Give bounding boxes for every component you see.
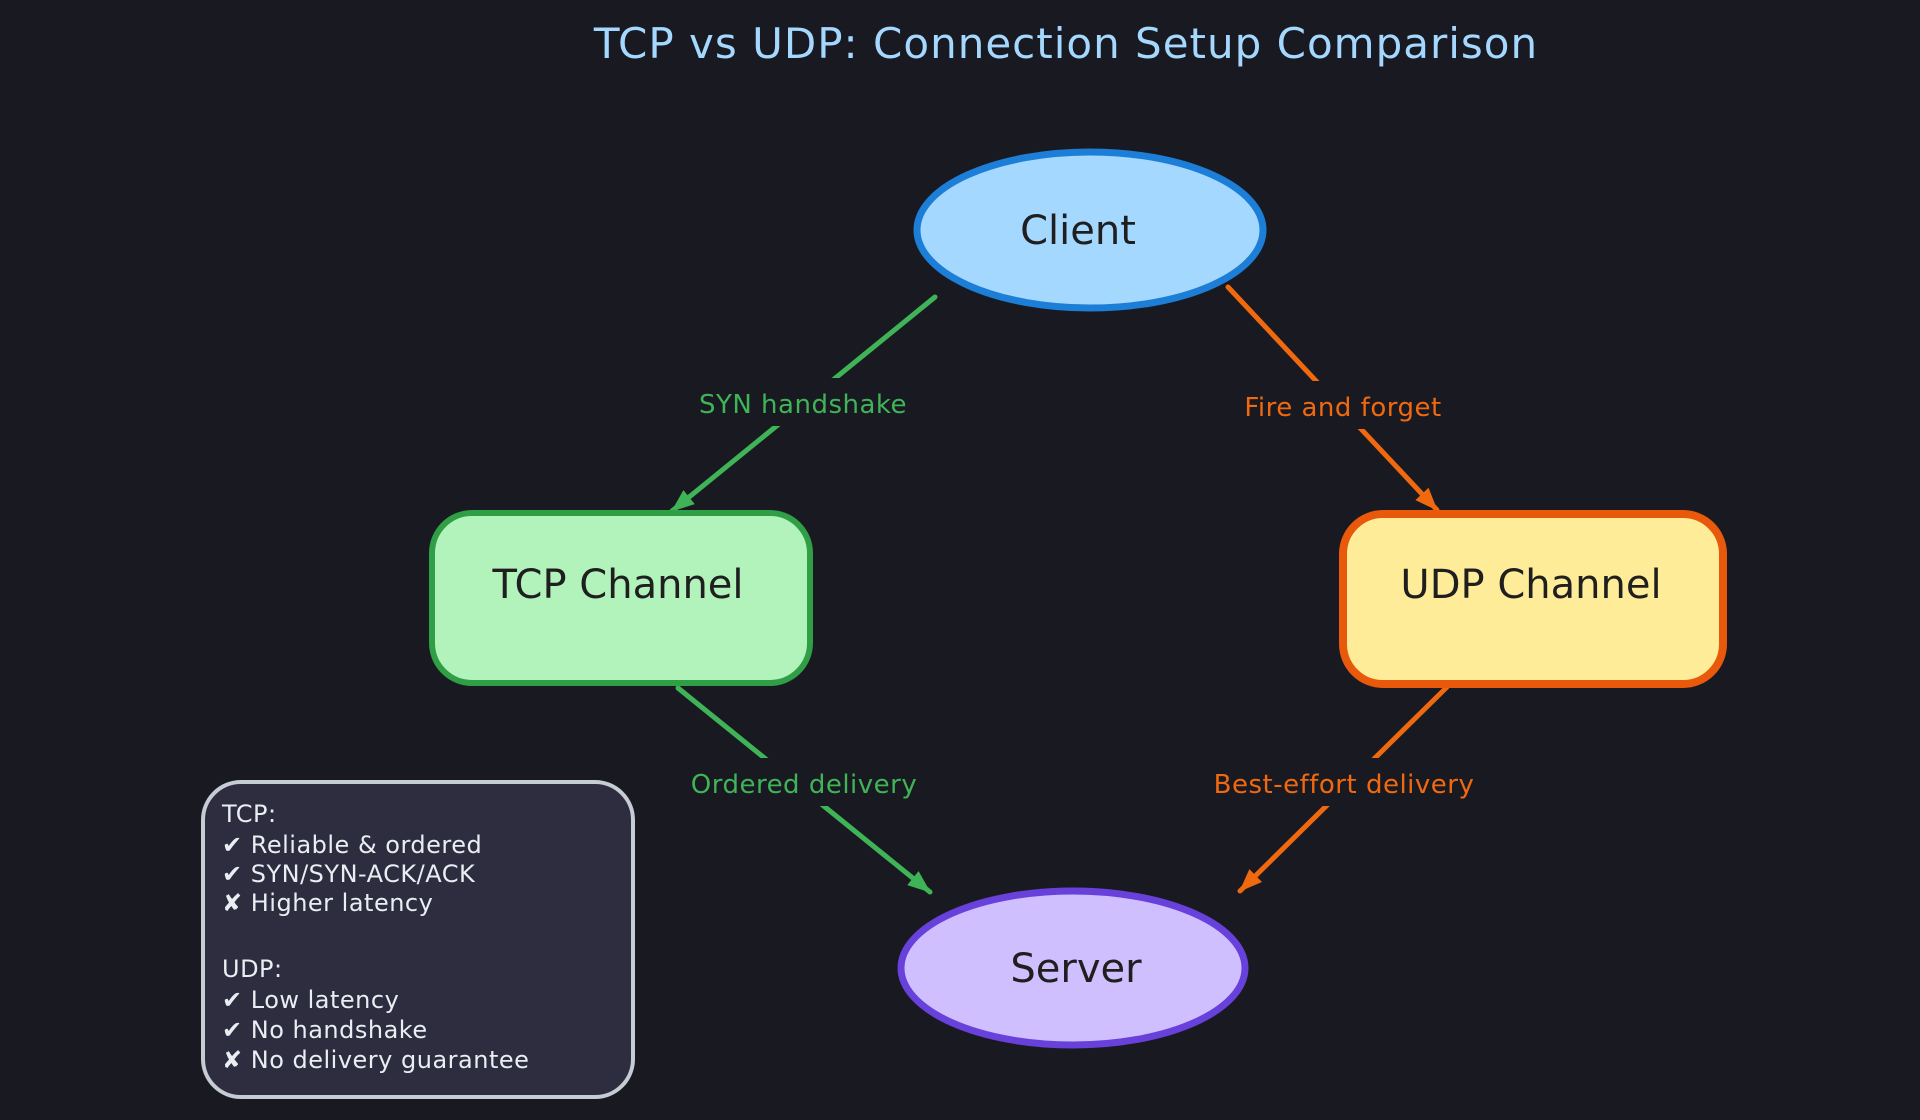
server-node-label: Server <box>1010 946 1142 992</box>
diagram-title: TCP vs UDP: Connection Setup Comparison <box>593 19 1538 68</box>
udp-channel-label: UDP Channel <box>1400 562 1661 608</box>
legend-line: ✔ SYN/SYN-ACK/ACK <box>222 860 476 888</box>
edge-label-mask <box>1196 758 1492 806</box>
legend-line: ✔ No handshake <box>222 1016 428 1044</box>
edge-label-fire-and-forget: Fire and forget <box>1244 393 1441 423</box>
legend-line: TCP: <box>221 800 277 828</box>
tcp-channel-node[interactable]: TCP Channel <box>429 510 813 686</box>
server-ellipse[interactable] <box>897 887 1249 1049</box>
tcp-channel-box[interactable] <box>429 510 813 686</box>
edge-label-mask <box>694 378 914 426</box>
client-ellipse[interactable] <box>913 148 1267 312</box>
udp-channel-box[interactable] <box>1339 510 1727 688</box>
edge-label-mask <box>690 758 918 806</box>
legend-line: ✔ Reliable & ordered <box>222 831 482 859</box>
client-node[interactable]: Client <box>913 148 1267 312</box>
legend-line: ✔ Low latency <box>222 986 399 1014</box>
legend-line: UDP: <box>222 955 283 983</box>
server-node[interactable]: Server <box>897 887 1249 1049</box>
edge-label-best-effort-delivery: Best-effort delivery <box>1214 770 1475 800</box>
legend-panel[interactable]: TCP: ✔ Reliable & ordered ✔ SYN/SYN-ACK/… <box>201 780 635 1099</box>
edge-label-mask <box>1233 381 1455 429</box>
legend-line: ✘ No delivery guarantee <box>222 1046 529 1074</box>
udp-channel-node[interactable]: UDP Channel <box>1339 510 1727 688</box>
legend-line: ✘ Higher latency <box>222 889 433 917</box>
edge-label-syn-handshake: SYN handshake <box>699 390 907 420</box>
client-node-label: Client <box>1020 208 1136 254</box>
legend-box[interactable] <box>201 780 635 1099</box>
tcp-channel-label: TCP Channel <box>491 562 743 608</box>
edge-label-ordered-delivery: Ordered delivery <box>691 770 918 800</box>
